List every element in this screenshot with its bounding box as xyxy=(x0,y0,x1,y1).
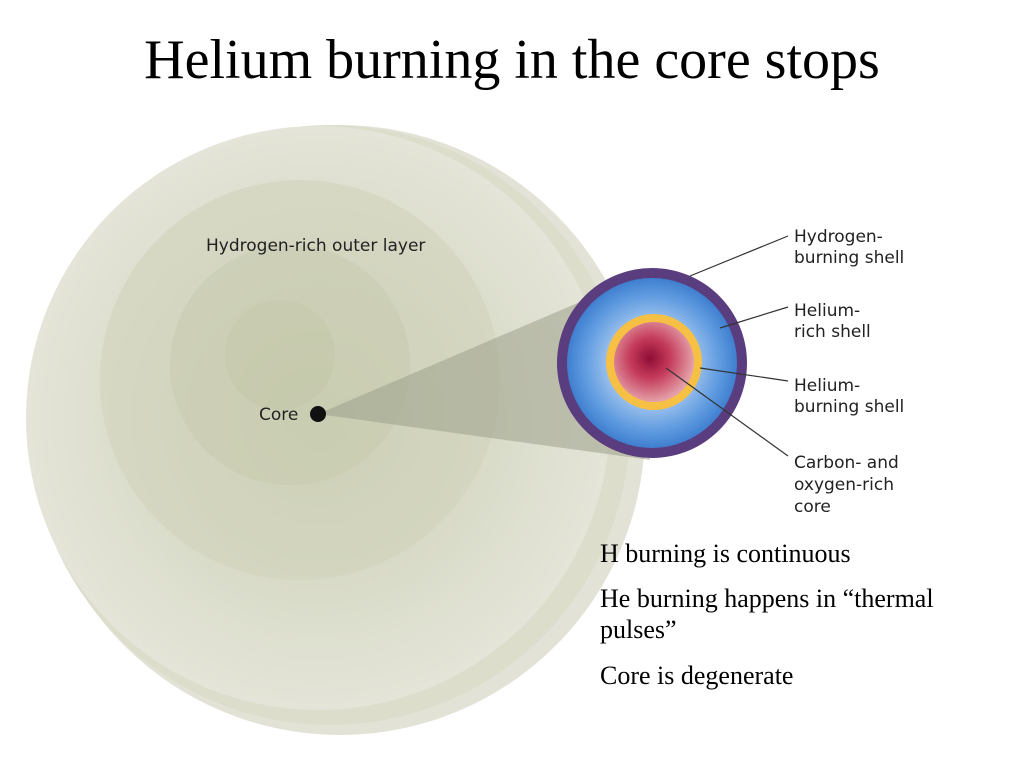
hydrogen-rich-outer-layer xyxy=(26,125,645,735)
helium-burning-shell-callout: Helium- burning shell xyxy=(794,376,904,417)
note-he-burning: He burning happens in “thermal pulses” xyxy=(600,584,934,645)
core-label: Core xyxy=(259,405,298,425)
notes-list: H burning is continuous He burning happe… xyxy=(600,538,1010,705)
core-dot xyxy=(310,406,326,422)
note-h-burning: H burning is continuous xyxy=(600,539,851,568)
core-cross-section xyxy=(557,268,747,458)
note-core-state: Core is degenerate xyxy=(600,660,794,690)
helium-rich-shell-callout: Helium- rich shell xyxy=(794,301,871,342)
carbon-oxygen-core-callout: Carbon- and oxygen-rich core xyxy=(794,453,904,517)
outer-layer-label: Hydrogen-rich outer layer xyxy=(206,236,425,256)
carbon-oxygen-core xyxy=(614,322,694,402)
zoom-cone xyxy=(318,272,650,460)
hydrogen-shell-callout: Hydrogen- burning shell xyxy=(794,227,904,268)
callout-lines xyxy=(665,235,789,457)
slide-title: Helium burning in the core stops xyxy=(144,29,880,91)
